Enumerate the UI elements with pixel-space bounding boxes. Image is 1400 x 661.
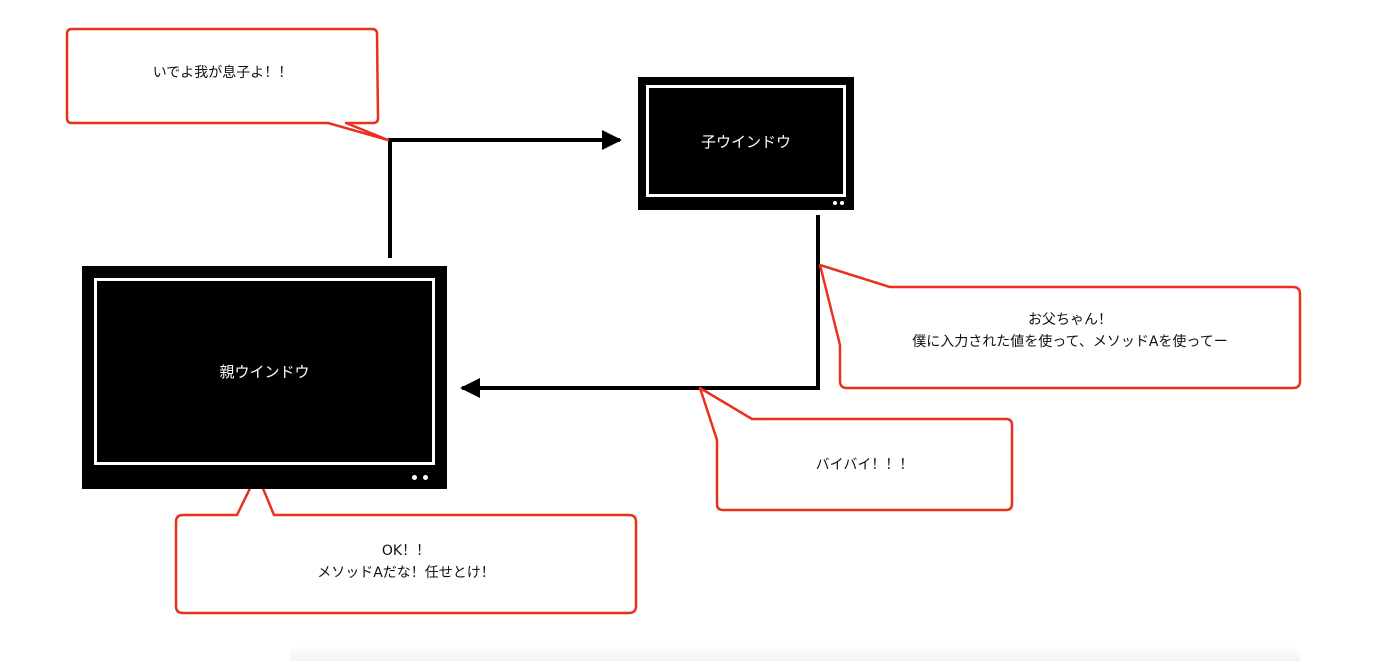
indicator-dot xyxy=(840,201,844,205)
child-window-monitor: 子ウインドウ xyxy=(638,77,854,210)
bubble-ok xyxy=(174,472,638,615)
bubble-line: お父ちゃん！ xyxy=(1028,312,1112,328)
child-window-screen: 子ウインドウ xyxy=(646,85,846,197)
bubble-line: いでよ我が息子よ！！ xyxy=(152,65,293,81)
bubble-bye-text: バイバイ！！！ xyxy=(719,454,1010,476)
bubble-request xyxy=(818,263,1302,390)
indicator-dot xyxy=(423,475,428,480)
bubble-request-text: お父ちゃん！ 僕に入力された値を使って、メソッドAを使ってー xyxy=(842,309,1298,353)
bubble-line: 僕に入力された値を使って、メソッドAを使ってー xyxy=(912,334,1228,350)
indicator-dot xyxy=(412,475,417,480)
child-window-label: 子ウインドウ xyxy=(700,132,791,151)
bubble-ok-text: OK！！ メソッドAだな！任せとけ！ xyxy=(178,540,634,584)
parent-window-label: 親ウインドウ xyxy=(219,363,310,381)
arrow-parent-to-child xyxy=(388,130,622,258)
arrow-child-to-parent xyxy=(460,215,820,398)
bubble-come-forth-text: いでよ我が息子よ！！ xyxy=(70,62,375,84)
bubble-line: バイバイ！！！ xyxy=(815,457,914,473)
bottom-shadow xyxy=(290,646,1300,661)
parent-window-monitor: 親ウインドウ xyxy=(82,266,447,489)
bubble-line: OK！！ xyxy=(381,543,431,559)
bubble-bye xyxy=(698,386,1014,512)
indicator-dot xyxy=(833,201,837,205)
bubble-line: メソッドAだな！任せとけ！ xyxy=(317,565,495,581)
bubble-come-forth xyxy=(65,27,390,142)
parent-window-screen: 親ウインドウ xyxy=(94,278,435,465)
